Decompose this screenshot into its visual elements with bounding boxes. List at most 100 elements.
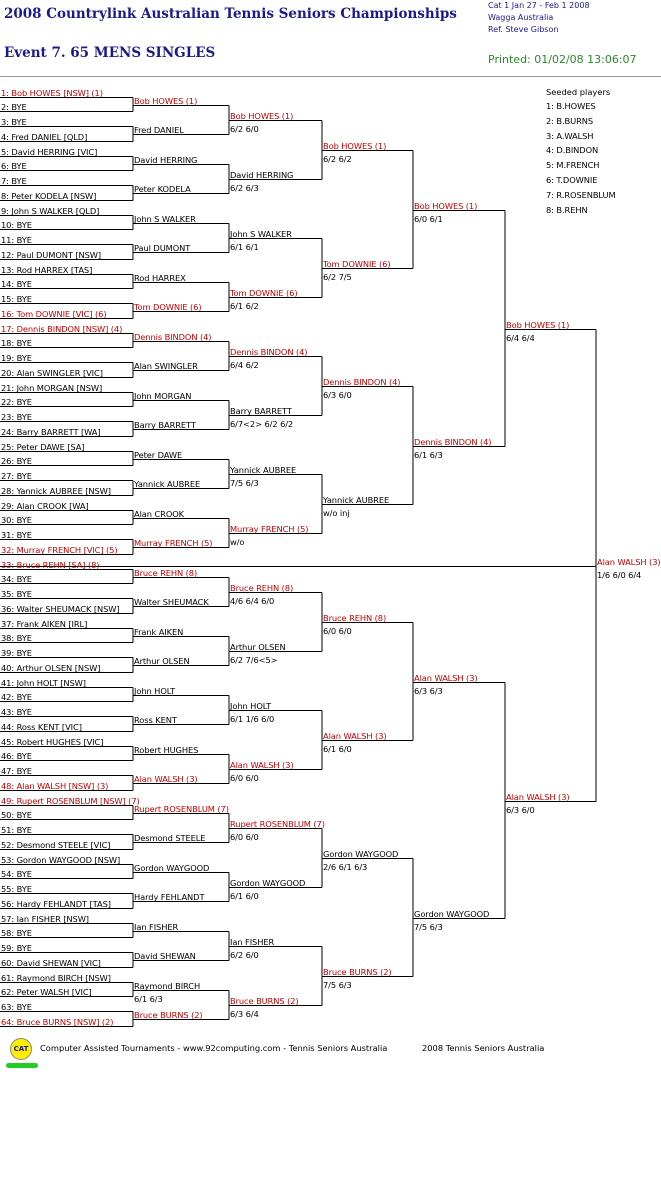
match-winner: Tom DOWNIE (6) bbox=[323, 258, 391, 269]
match-winner: Alan CROOK bbox=[134, 508, 185, 519]
match-winner: Frank AIKEN bbox=[134, 626, 184, 637]
cat-logo: CAT bbox=[10, 1038, 32, 1060]
match-score: 6/2 6/0 bbox=[230, 123, 259, 134]
match-winner: Tom DOWNIE (6) bbox=[134, 301, 202, 312]
footer-credits: Computer Assisted Tournaments - www.92co… bbox=[40, 1043, 388, 1053]
match-winner: Yannick AUBREE bbox=[230, 464, 297, 475]
draw-entry: 28: Yannick AUBREE [NSW] bbox=[1, 485, 111, 496]
tournament-title: 2008 Countrylink Australian Tennis Senio… bbox=[4, 6, 457, 22]
draw-entry: 62: Peter WALSH [VIC] bbox=[1, 986, 92, 997]
draw-entry: 2: BYE bbox=[1, 101, 27, 112]
match-winner: Dennis BINDON (4) bbox=[414, 436, 492, 447]
match-winner: Bob HOWES (1) bbox=[323, 140, 387, 151]
draw-entry: 46: BYE bbox=[1, 750, 32, 761]
category-dates: Cat 1 Jan 27 - Feb 1 2008 bbox=[488, 1, 590, 10]
match-score: 2/6 6/1 6/3 bbox=[323, 861, 368, 872]
match-winner: Alan WALSH (3) bbox=[506, 791, 570, 802]
match-score: 6/0 6/0 bbox=[323, 625, 352, 636]
match-score: 6/1 6/0 bbox=[323, 743, 352, 754]
match-score: 6/2 6/0 bbox=[230, 949, 259, 960]
match-winner: Barry BARRETT bbox=[134, 419, 196, 430]
match-score: 1/6 6/0 6/4 bbox=[597, 569, 642, 580]
draw-entry: 3: BYE bbox=[1, 116, 27, 127]
draw-entry: 49: Rupert ROSENBLUM [NSW] (7) bbox=[1, 795, 140, 806]
draw-entry: 52: Desmond STEELE [VIC] bbox=[1, 839, 111, 850]
header-divider bbox=[0, 76, 661, 77]
match-winner: Murray FRENCH (5) bbox=[230, 523, 309, 534]
match-score: 6/0 6/0 bbox=[230, 772, 259, 783]
draw-entry: 37: Frank AIKEN [IRL] bbox=[1, 618, 88, 629]
match-winner: John HOLT bbox=[230, 700, 272, 711]
match-winner: Walter SHEUMACK bbox=[134, 596, 209, 607]
match-score: 6/3 6/0 bbox=[506, 804, 535, 815]
seeded-player: 2: B.BURNS bbox=[546, 115, 594, 126]
match-winner: John MORGAN bbox=[134, 390, 192, 401]
match-score: 6/2 6/2 bbox=[323, 153, 352, 164]
match-winner: David HERRING bbox=[134, 154, 198, 165]
draw-entry: 8: Peter KODELA [NSW] bbox=[1, 190, 97, 201]
draw-entry: 5: David HERRING [VIC] bbox=[1, 146, 98, 157]
draw-entry: 36: Walter SHEUMACK [NSW] bbox=[1, 603, 120, 614]
match-score: w/o bbox=[230, 536, 245, 547]
match-score: 7/5 6/3 bbox=[230, 477, 259, 488]
match-winner: Alan WALSH (3) bbox=[597, 556, 661, 567]
seeded-player: 7: R.ROSENBLUM bbox=[546, 189, 616, 200]
seeded-player: 3: A.WALSH bbox=[546, 130, 594, 141]
draw-entry: 19: BYE bbox=[1, 352, 32, 363]
draw-entry: 23: BYE bbox=[1, 411, 32, 422]
draw-entry: 50: BYE bbox=[1, 809, 32, 820]
match-winner: Alan WALSH (3) bbox=[323, 730, 387, 741]
match-winner: Ian FISHER bbox=[230, 936, 275, 947]
draw-entry: 13: Rod HARREX [TAS] bbox=[1, 264, 93, 275]
match-score: 6/1 6/2 bbox=[230, 300, 259, 311]
match-winner: Desmond STEELE bbox=[134, 832, 206, 843]
match-winner: Raymond BIRCH bbox=[134, 980, 201, 991]
draw-entry: 24: Barry BARRETT [WA] bbox=[1, 426, 101, 437]
match-winner: Gordon WAYGOOD bbox=[230, 877, 306, 888]
match-winner: Tom DOWNIE (6) bbox=[230, 287, 298, 298]
draw-entry: 32: Murray FRENCH [VIC] (5) bbox=[1, 544, 118, 555]
draw-entry: 38: BYE bbox=[1, 632, 32, 643]
draw-entry: 11: BYE bbox=[1, 234, 32, 245]
seeded-players-heading: Seeded players bbox=[546, 87, 611, 97]
match-winner: Fred DANIEL bbox=[134, 124, 184, 135]
match-score: 6/0 6/0 bbox=[230, 831, 259, 842]
match-score: 6/1 1/6 6/0 bbox=[230, 713, 275, 724]
draw-entry: 31: BYE bbox=[1, 529, 32, 540]
referee: Ref. Steve Gibson bbox=[488, 25, 559, 34]
match-winner: Murray FRENCH (5) bbox=[134, 537, 213, 548]
match-winner: Bruce BURNS (2) bbox=[323, 966, 392, 977]
match-winner: Bob HOWES (1) bbox=[414, 200, 478, 211]
draw-entry: 60: David SHEWAN [VIC] bbox=[1, 957, 101, 968]
match-winner: Alan WALSH (3) bbox=[134, 773, 198, 784]
draw-entry: 61: Raymond BIRCH [NSW] bbox=[1, 972, 111, 983]
match-winner: Bob HOWES (1) bbox=[506, 319, 570, 330]
match-winner: Rupert ROSENBLUM (7) bbox=[134, 803, 229, 814]
draw-entry: 9: John S WALKER [QLD] bbox=[1, 205, 100, 216]
match-winner: David SHEWAN bbox=[134, 950, 196, 961]
match-score: 6/3 6/3 bbox=[414, 685, 443, 696]
match-score: 6/2 7/5 bbox=[323, 271, 352, 282]
match-winner: Bruce BURNS (2) bbox=[134, 1009, 203, 1020]
draw-entry: 15: BYE bbox=[1, 293, 32, 304]
draw-entry: 26: BYE bbox=[1, 455, 32, 466]
match-score: 6/4 6/4 bbox=[506, 332, 535, 343]
match-winner: Bruce REHN (8) bbox=[323, 612, 387, 623]
draw-entry: 41: John HOLT [NSW] bbox=[1, 677, 86, 688]
match-score: 6/3 6/0 bbox=[323, 389, 352, 400]
match-score: 4/6 6/4 6/0 bbox=[230, 595, 275, 606]
match-winner: Alan SWINGLER bbox=[134, 360, 198, 371]
event-title: Event 7. 65 MENS SINGLES bbox=[4, 45, 216, 61]
draw-entry: 63: BYE bbox=[1, 1001, 32, 1012]
match-winner: Dennis BINDON (4) bbox=[323, 376, 401, 387]
draw-entry: 18: BYE bbox=[1, 337, 32, 348]
draw-entry: 10: BYE bbox=[1, 219, 32, 230]
match-winner: Ian FISHER bbox=[134, 921, 179, 932]
match-score: 7/5 6/3 bbox=[414, 921, 443, 932]
draw-entry: 16: Tom DOWNIE [VIC] (6) bbox=[1, 308, 107, 319]
seeded-player: 8: B.REHN bbox=[546, 204, 588, 215]
draw-entry: 51: BYE bbox=[1, 824, 32, 835]
draw-entry: 25: Peter DAWE [SA] bbox=[1, 441, 85, 452]
match-winner: Barry BARRETT bbox=[230, 405, 292, 416]
draw-entry: 35: BYE bbox=[1, 588, 32, 599]
